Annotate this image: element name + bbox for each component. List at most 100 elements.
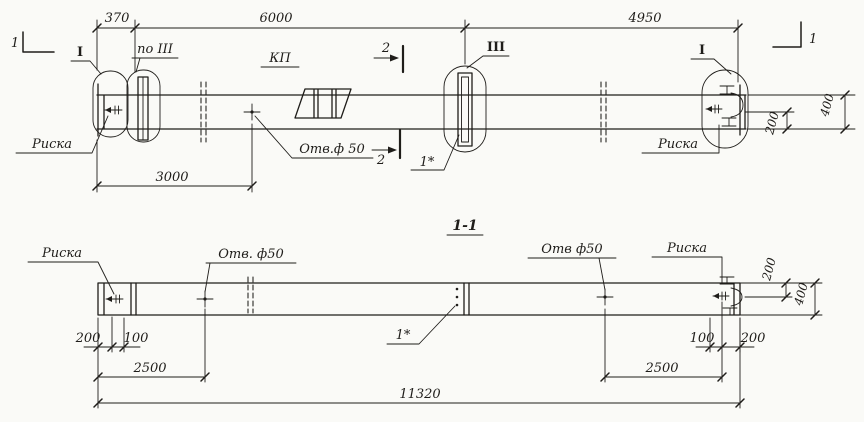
riska-left-sect-leader: [27, 261, 115, 295]
detail-balloons: [92, 65, 749, 153]
riska-label-left-section: Риска: [27, 246, 115, 295]
detail-i-right-text: I: [699, 43, 705, 58]
dim-200-right-text: 200: [740, 331, 766, 346]
hole-label-leader: [254, 115, 374, 159]
dim-2500-left: 2500: [93, 308, 210, 383]
beam-elevation-outline: [96, 83, 747, 137]
right-dims-sect-ticks: [781, 278, 820, 320]
note-1star-elev-leader: [410, 134, 460, 171]
anchor-bottom-section-icon: [722, 307, 738, 316]
hole-elevation: [243, 103, 261, 121]
dim-370-text: 370: [105, 11, 130, 26]
section-1-1-view: 1-1: [27, 218, 823, 409]
detail-iii-text: III: [487, 40, 505, 55]
cut-2-bottom-text: 2: [376, 153, 385, 168]
dim-3000-text: 3000: [155, 170, 188, 185]
hole-section-right: [596, 288, 614, 306]
balloon-middle: [443, 65, 487, 153]
top-dim-extensions: [96, 19, 739, 83]
section-mark-1-right: 1: [772, 21, 817, 48]
section-mark-1-right-lines: [772, 21, 802, 48]
hole-left-dot: [203, 297, 207, 301]
riska-left-elev-leader: [15, 115, 109, 154]
dim-2500-right: 2500: [600, 308, 727, 383]
dim-2500-right-ticks: [600, 372, 727, 382]
cut-2-bars: [398, 44, 405, 160]
elevation-view: 370 6000 4950 1 1 2 2 I по II: [11, 11, 856, 193]
dim-6000-text: 6000: [259, 11, 292, 26]
riska-right-sect-leader: [651, 256, 723, 285]
dim-400-elev-text: 400: [817, 92, 837, 119]
cut-2-top-arrowhead: [390, 54, 399, 62]
anchor-top-icon: [719, 85, 735, 95]
right-dims-elev-ticks: [782, 90, 850, 134]
section-mark-1-left-text: 1: [11, 36, 19, 51]
kp-mark-label: КП: [260, 51, 300, 68]
right-dims-sect-extensions: [739, 282, 823, 316]
right-end-symbols-section: [712, 276, 743, 316]
balloon-right: [701, 69, 749, 149]
detail-label-po-iii: по III: [131, 42, 179, 73]
balloon-left-a: [92, 70, 129, 138]
riska-right-elev-text: Риска: [657, 137, 698, 152]
section-title-text: 1-1: [452, 218, 477, 234]
plate-middle-inner: [461, 76, 469, 143]
dim-200-elev-text: 200: [762, 110, 782, 137]
cut-2-arrow-lines: [371, 57, 395, 151]
beam-section-outline: [97, 282, 741, 316]
cut-2-bottom-arrowhead: [388, 146, 397, 154]
joint-lines-solid: [130, 282, 470, 316]
riska-left-sect-arrowhead: [106, 296, 112, 302]
kp-plate-parallelogram: [294, 88, 352, 119]
hole-label-elevation: Отв.ф 50: [254, 115, 374, 159]
hole-left-sect-leader: [204, 262, 297, 293]
small-dims-right-extensions: [709, 301, 741, 383]
hole-section-left: [196, 290, 214, 308]
right-end-symbols-elev: [705, 85, 744, 127]
joint-dot-2: [455, 295, 459, 299]
hole-right-dot: [603, 295, 607, 299]
top-dim-ticks: [92, 23, 743, 33]
hole-right-sect-leader: [527, 257, 617, 291]
detail-i-left-leader: [70, 60, 102, 75]
cut-2-top-text: 2: [381, 41, 390, 56]
riska-symbol-left-section: [105, 294, 124, 304]
section-title: 1-1: [446, 218, 484, 236]
right-dims-elev-lines: [786, 94, 846, 130]
dim-3000-extensions: [96, 123, 253, 193]
right-dims-elevation: 200 400: [744, 90, 856, 137]
balloon-left-b: [126, 69, 161, 143]
small-dims-right: 100 200: [690, 301, 766, 383]
cut-marks-2: 2 2: [371, 41, 405, 168]
dim-2500-right-text: 2500: [644, 361, 678, 376]
riska-label-right-elev: Риска: [641, 124, 720, 154]
riska-left-elev-text: Риска: [31, 137, 72, 152]
dim-200-left-text: 200: [75, 331, 101, 346]
detail-iii-leader: [466, 55, 510, 69]
top-dimension-chain: 370 6000 4950: [92, 11, 743, 83]
hole-center-dot: [250, 110, 254, 114]
embedded-plate-left: [137, 76, 149, 141]
detail-i-right-leader: [690, 58, 732, 75]
note-1star-section: 1*: [386, 305, 456, 345]
small-dims-left-ticks: [93, 342, 129, 352]
plate-middle-rect: [457, 72, 473, 147]
hole-right-sect-text: Отв ф50: [541, 242, 602, 257]
section-mark-1-left: 1: [11, 31, 55, 53]
detail-i-left-text: I: [77, 45, 83, 60]
small-dims-left-extensions: [97, 316, 125, 409]
riska-right-sect-text: Риска: [666, 241, 707, 256]
section-mark-1-left-lines: [22, 31, 55, 53]
dim-100-right-text: 100: [690, 331, 715, 346]
riska-label-right-section: Риска: [651, 241, 723, 285]
bracket-curve: [730, 92, 744, 118]
joint-dot-3: [455, 303, 459, 307]
right-dims-sect-lines: [785, 282, 816, 316]
detail-po-iii-leader: [131, 57, 179, 73]
joint-dot-1: [455, 287, 459, 291]
hole-label-left-section: Отв. ф50: [204, 247, 297, 293]
bracket-curve-section: [730, 287, 743, 307]
detail-po-iii-text: по III: [137, 42, 174, 57]
hole-left-sect-text: Отв. ф50: [218, 247, 284, 262]
